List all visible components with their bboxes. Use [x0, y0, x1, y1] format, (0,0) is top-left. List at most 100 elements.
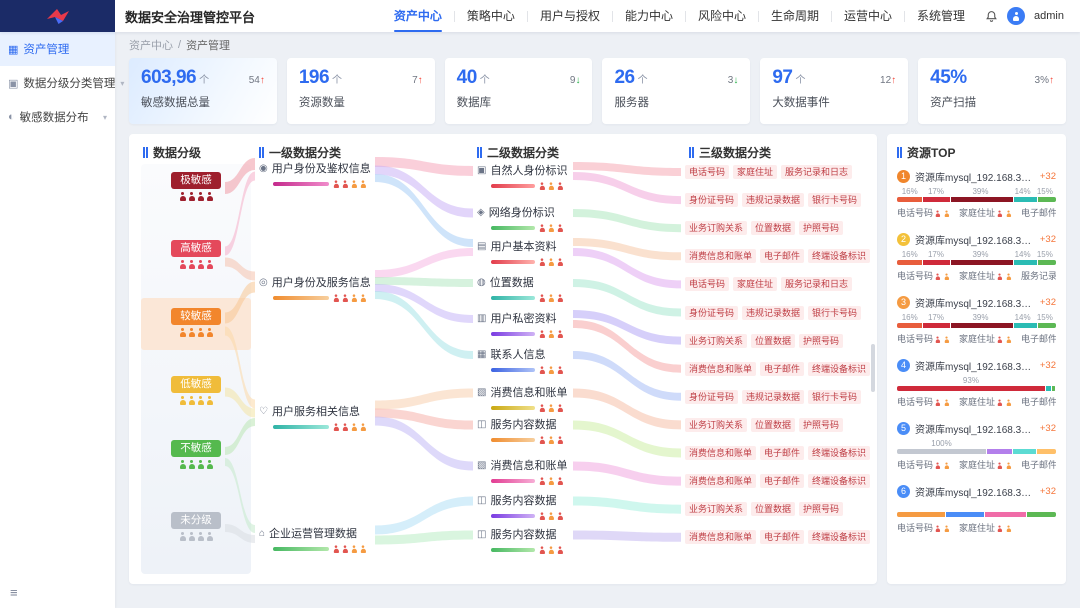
person-icon: [539, 436, 545, 444]
resource-item[interactable]: 6资源库mysql_192.168.34.2+32电话号码家庭住址: [897, 484, 1056, 534]
level1-item[interactable]: ◎用户身份及服务信息: [259, 274, 371, 302]
level2-item[interactable]: ▥用户私密资料: [477, 310, 564, 338]
resource-item[interactable]: 3资源库mysql_192.168.34.2+3216%17%39%14%15%…: [897, 295, 1056, 345]
level3-tag[interactable]: 家庭住址: [733, 277, 777, 291]
level3-tag[interactable]: 位置数据: [751, 502, 795, 516]
level2-item[interactable]: ▦联系人信息: [477, 346, 564, 374]
level3-tag[interactable]: 护照号码: [799, 221, 843, 235]
level2-item[interactable]: ◫服务内容数据: [477, 492, 564, 520]
level3-tag[interactable]: 消费信息和账单: [685, 446, 756, 460]
level2-item[interactable]: ▧消费信息和账单: [477, 457, 567, 485]
level2-item[interactable]: ◍位置数据: [477, 274, 564, 302]
person-icon: [557, 404, 563, 412]
nav-item-asset-center[interactable]: 资产中心: [382, 0, 454, 32]
level3-tag[interactable]: 消费信息和账单: [685, 530, 756, 544]
stat-card-bigdata-event-count[interactable]: 97个12↑大数据事件: [760, 58, 908, 124]
level2-item[interactable]: ▧消费信息和账单: [477, 384, 567, 412]
person-icon: [935, 337, 940, 343]
level3-tag[interactable]: 护照号码: [799, 334, 843, 348]
level3-tag[interactable]: 业务订购关系: [685, 502, 747, 516]
level3-tag[interactable]: 终端设备标识: [808, 474, 870, 488]
nav-item-lifecycle[interactable]: 生命周期: [759, 0, 831, 32]
level3-tag[interactable]: 电子邮件: [760, 530, 804, 544]
bar-segment: [897, 386, 1045, 391]
category-bar: [273, 182, 329, 186]
level3-tag[interactable]: 家庭住址: [733, 165, 777, 179]
level3-tag[interactable]: 电子邮件: [760, 362, 804, 376]
nav-item-policy-center[interactable]: 策略中心: [455, 0, 527, 32]
level2-item[interactable]: ◫服务内容数据: [477, 526, 564, 554]
level2-item[interactable]: ◈网络身份标识: [477, 204, 564, 232]
stat-card-resource-count[interactable]: 196个7↑资源数量: [287, 58, 435, 124]
level3-tag[interactable]: 消费信息和账单: [685, 474, 756, 488]
resource-item[interactable]: 1资源库mysql_192.168.34.2+3216%17%39%14%15%…: [897, 169, 1056, 219]
level3-tag[interactable]: 身份证号码: [685, 390, 738, 404]
level3-tag[interactable]: 位置数据: [751, 221, 795, 235]
level3-tag[interactable]: 身份证号码: [685, 306, 738, 320]
level3-tag[interactable]: 银行卡号码: [808, 193, 861, 207]
content-icon: ◫: [477, 419, 486, 430]
bell-icon[interactable]: [985, 10, 998, 23]
level1-item[interactable]: ◉用户身份及鉴权信息: [259, 160, 371, 188]
level1-item[interactable]: ♡用户服务相关信息: [259, 403, 367, 431]
person-icon: [935, 274, 940, 280]
stat-card-sensitive-data-total[interactable]: 603,96个54↑敏感数据总量: [129, 58, 277, 124]
stat-card-asset-scan[interactable]: 45%3%↑资产扫描: [918, 58, 1066, 124]
level3-tag[interactable]: 违规记录数据: [742, 306, 804, 320]
sidebar-item-sensitive-data-distribution[interactable]: ◐敏感数据分布▾: [0, 100, 115, 134]
level3-tag[interactable]: 消费信息和账单: [685, 249, 756, 263]
stat-value: 26: [614, 67, 634, 89]
level3-tag[interactable]: 银行卡号码: [808, 390, 861, 404]
stat-card-server-count[interactable]: 26个3↓服务器: [602, 58, 750, 124]
level2-item[interactable]: ◫服务内容数据: [477, 416, 564, 444]
level3-tag[interactable]: 电子邮件: [760, 474, 804, 488]
nav-item-operation-center[interactable]: 运营中心: [832, 0, 904, 32]
level3-tag[interactable]: 电话号码: [685, 165, 729, 179]
avatar[interactable]: [1007, 7, 1025, 25]
level3-tag[interactable]: 身份证号码: [685, 193, 738, 207]
level1-item[interactable]: ⌂企业运营管理数据: [259, 525, 367, 553]
nav-item-capability-center[interactable]: 能力中心: [613, 0, 685, 32]
segment-label: [945, 502, 983, 512]
level3-tag[interactable]: 消费信息和账单: [685, 362, 756, 376]
sidebar-item-asset-management[interactable]: ▦资产管理: [0, 32, 115, 66]
level3-tag[interactable]: 终端设备标识: [808, 249, 870, 263]
stat-card-database-count[interactable]: 40个9↓数据库: [445, 58, 593, 124]
level3-tag[interactable]: 服务记录和日志: [781, 165, 852, 179]
level3-tag[interactable]: 业务订购关系: [685, 221, 747, 235]
level3-tag[interactable]: 违规记录数据: [742, 390, 804, 404]
resource-item[interactable]: 5资源库mysql_192.168.34.2+32100%电话号码家庭住址电子邮…: [897, 421, 1056, 471]
nav-item-risk-center[interactable]: 风险中心: [686, 0, 758, 32]
level3-tag[interactable]: 位置数据: [751, 334, 795, 348]
category-bar: [491, 406, 535, 410]
level3-tag[interactable]: 电子邮件: [760, 249, 804, 263]
breadcrumb-item[interactable]: 资产中心: [129, 37, 173, 53]
level3-tag[interactable]: 业务订购关系: [685, 334, 747, 348]
level3-tag[interactable]: 电子邮件: [760, 446, 804, 460]
level2-item[interactable]: ▣自然人身份标识: [477, 162, 567, 190]
level3-tag[interactable]: 终端设备标识: [808, 362, 870, 376]
level3-tag[interactable]: 终端设备标识: [808, 446, 870, 460]
nav-item-user-authorization[interactable]: 用户与授权: [528, 0, 612, 32]
resource-item[interactable]: 4资源库mysql_192.168.34.2+3293%电话号码家庭住址电子邮件: [897, 358, 1056, 408]
level3-tag[interactable]: 电话号码: [685, 277, 729, 291]
level3-tag[interactable]: 终端设备标识: [808, 530, 870, 544]
level3-tag[interactable]: 银行卡号码: [808, 306, 861, 320]
resource-delta: +32: [1040, 171, 1056, 182]
level3-tag[interactable]: 位置数据: [751, 418, 795, 432]
person-icon: [539, 182, 545, 190]
nav-item-system-management[interactable]: 系统管理: [905, 0, 977, 32]
person-icon: [548, 330, 554, 338]
sidebar-item-data-classification-management[interactable]: ▣数据分级分类管理▾: [0, 66, 115, 100]
bar-segment: [897, 260, 922, 265]
level3-tag[interactable]: 违规记录数据: [742, 193, 804, 207]
scrollbar-thumb[interactable]: [871, 344, 875, 392]
level3-tag[interactable]: 护照号码: [799, 418, 843, 432]
user-name[interactable]: admin: [1034, 10, 1064, 22]
level3-tag[interactable]: 服务记录和日志: [781, 277, 852, 291]
resource-item[interactable]: 2资源库mysql_192.168.34.2+3216%17%39%14%15%…: [897, 232, 1056, 282]
level3-tag[interactable]: 业务订购关系: [685, 418, 747, 432]
level2-item[interactable]: ▤用户基本资料: [477, 238, 564, 266]
sidebar-collapse-icon[interactable]: ≡: [10, 585, 18, 600]
level3-tag[interactable]: 护照号码: [799, 502, 843, 516]
